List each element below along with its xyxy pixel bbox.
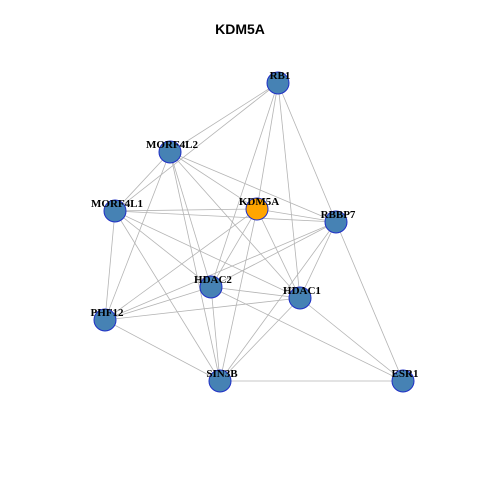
edge-morf4l2-morf4l1 xyxy=(114,151,171,212)
node-sin3b[interactable]: SIN3B xyxy=(206,368,238,393)
node-label: SIN3B xyxy=(206,368,238,380)
node-circle[interactable] xyxy=(208,369,232,393)
edge-hdac1-sin3b xyxy=(219,297,301,382)
edge-morf4l1-kdm5a xyxy=(114,208,258,212)
node-label: HDAC1 xyxy=(283,285,321,297)
edge-rbbp7-hdac1 xyxy=(299,221,337,299)
edge-phf12-sin3b xyxy=(104,319,221,382)
node-circle[interactable] xyxy=(288,286,312,310)
edge-kdm5a-sin3b xyxy=(219,208,258,382)
node-circle[interactable] xyxy=(245,197,269,221)
edge-hdac1-esr1 xyxy=(299,297,404,382)
edge-morf4l2-kdm5a xyxy=(169,151,258,210)
edge-hdac2-phf12 xyxy=(104,286,212,321)
edge-hdac2-hdac1 xyxy=(210,286,301,299)
edge-morf4l2-hdac2 xyxy=(169,151,212,288)
edge-kdm5a-hdac2 xyxy=(210,208,258,288)
edge-morf4l1-rbbp7 xyxy=(114,210,337,223)
edge-morf4l2-sin3b xyxy=(169,151,221,382)
edge-morf4l2-rbbp7 xyxy=(169,151,337,223)
edge-kdm5a-phf12 xyxy=(104,208,258,321)
node-circle[interactable] xyxy=(266,71,290,95)
edge-rbbp7-phf12 xyxy=(104,221,337,321)
node-circle[interactable] xyxy=(199,275,223,299)
node-label: KDM5A xyxy=(239,196,279,208)
edge-rb1-kdm5a xyxy=(256,82,279,210)
node-esr1[interactable]: ESR1 xyxy=(391,368,419,393)
node-hdac2[interactable]: HDAC2 xyxy=(194,274,232,299)
node-morf4l1[interactable]: MORF4L1 xyxy=(91,198,143,223)
node-label: MORF4L1 xyxy=(91,198,143,210)
edge-kdm5a-rbbp7 xyxy=(256,208,337,223)
edge-morf4l1-hdac2 xyxy=(114,210,212,288)
node-hdac1[interactable]: HDAC1 xyxy=(283,285,321,310)
edge-hdac1-phf12 xyxy=(104,297,301,321)
edges-layer xyxy=(104,82,404,382)
node-morf4l2[interactable]: MORF4L2 xyxy=(146,139,198,164)
edge-kdm5a-hdac1 xyxy=(256,208,301,299)
edge-morf4l1-sin3b xyxy=(114,210,221,382)
node-circle[interactable] xyxy=(324,210,348,234)
node-label: MORF4L2 xyxy=(146,139,198,151)
edge-rb1-rbbp7 xyxy=(277,82,337,223)
node-circle[interactable] xyxy=(93,308,117,332)
node-label: HDAC2 xyxy=(194,274,232,286)
node-label: RB1 xyxy=(270,70,291,82)
node-circle[interactable] xyxy=(391,369,415,393)
node-label: PHF12 xyxy=(91,307,124,319)
node-circle[interactable] xyxy=(158,140,182,164)
node-phf12[interactable]: PHF12 xyxy=(91,307,124,332)
edge-rb1-morf4l2 xyxy=(169,82,279,153)
edge-rb1-hdac2 xyxy=(210,82,279,288)
edge-hdac2-sin3b xyxy=(210,286,221,382)
edge-morf4l1-hdac1 xyxy=(114,210,301,299)
node-label: ESR1 xyxy=(392,368,419,380)
node-circle[interactable] xyxy=(103,199,127,223)
graph-title: KDM5A xyxy=(215,21,265,37)
edge-rbbp7-hdac2 xyxy=(210,221,337,288)
edge-rb1-hdac1 xyxy=(277,82,301,299)
edge-rbbp7-esr1 xyxy=(335,221,404,382)
edge-rbbp7-sin3b xyxy=(219,221,337,382)
edge-rb1-morf4l1 xyxy=(114,82,279,212)
node-rb1[interactable]: RB1 xyxy=(266,70,291,95)
edge-hdac2-esr1 xyxy=(210,286,404,382)
edge-morf4l2-phf12 xyxy=(104,151,171,321)
edge-morf4l1-phf12 xyxy=(104,210,116,321)
node-kdm5a[interactable]: KDM5A xyxy=(239,196,279,221)
node-label: RBBP7 xyxy=(321,209,356,221)
node-rbbp7[interactable]: RBBP7 xyxy=(321,209,356,234)
